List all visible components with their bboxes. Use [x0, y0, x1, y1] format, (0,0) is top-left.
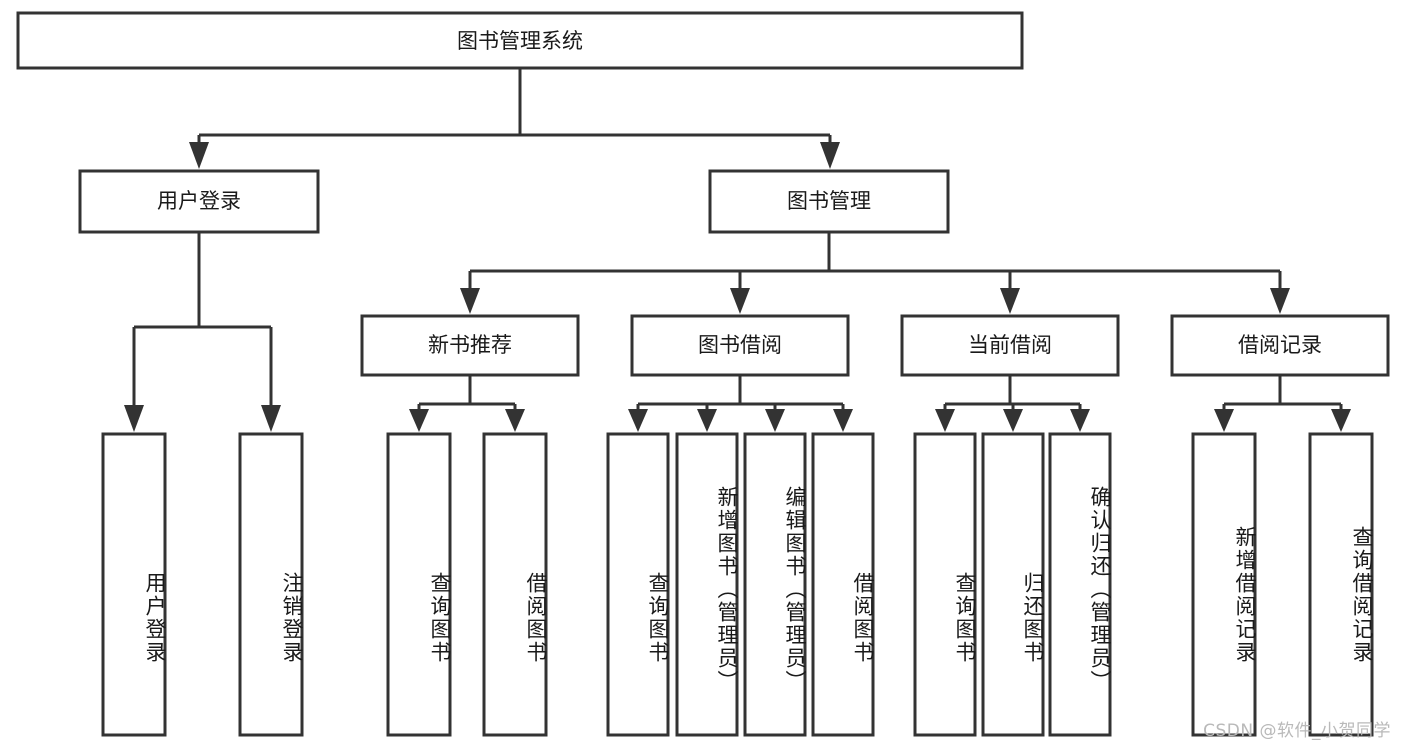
connector-bookmgmt-to-level3: [460, 232, 1290, 314]
node-current-borrow[interactable]: 当前借阅: [900, 314, 1120, 377]
connector-newbook-to-leaves: [409, 375, 525, 432]
node-root[interactable]: 图书管理系统: [16, 11, 1024, 70]
node-label-current-borrow: 当前借阅: [968, 333, 1052, 357]
node-box[interactable]: [708, 169, 950, 234]
node-label-root: 图书管理系统: [457, 29, 583, 53]
node-box-leaf-add-record[interactable]: [1191, 432, 1257, 737]
arrow-head-icon: [1214, 409, 1234, 432]
node-box[interactable]: [630, 314, 850, 377]
connector-records-to-leaves: [1214, 375, 1351, 432]
arrow-head-icon: [261, 405, 281, 432]
node-box-leaf-borrow-book-1[interactable]: [482, 432, 548, 737]
arrow-head-icon: [460, 288, 480, 314]
node-box[interactable]: [1170, 314, 1390, 377]
arrow-head-icon: [730, 288, 750, 314]
arrow-head-icon: [1331, 409, 1351, 432]
connector-root-to-level2: [189, 68, 840, 169]
node-label-borrow-records: 借阅记录: [1238, 333, 1322, 357]
node-box-leaf-borrow-book-2[interactable]: [811, 432, 875, 737]
node-borrow-records[interactable]: 借阅记录: [1170, 314, 1390, 377]
node-box-leaf-query-book-1[interactable]: [386, 432, 452, 737]
arrow-head-icon: [697, 409, 717, 432]
arrow-head-icon: [1000, 288, 1020, 314]
node-label-book-borrow: 图书借阅: [698, 333, 782, 357]
arrow-head-icon: [189, 142, 209, 169]
node-box-leaf-query-book-3[interactable]: [913, 432, 977, 737]
arrow-head-icon: [935, 409, 955, 432]
node-book-management[interactable]: 图书管理: [708, 169, 950, 234]
node-box-leaf-logout[interactable]: [238, 432, 304, 737]
node-box[interactable]: [78, 169, 320, 234]
node-label-user-login: 用户登录: [157, 189, 241, 213]
node-box-leaf-user-login[interactable]: [101, 432, 167, 737]
node-box-leaf-confirm-return[interactable]: [1048, 432, 1112, 737]
node-label-new-book-recommend: 新书推荐: [428, 333, 512, 357]
node-box[interactable]: [360, 314, 580, 377]
arrow-head-icon: [628, 409, 648, 432]
connector-borrow-to-leaves: [628, 375, 853, 432]
connector-current-to-leaves: [935, 375, 1090, 432]
node-box-leaf-edit-book[interactable]: [743, 432, 807, 737]
node-box-leaf-add-book[interactable]: [675, 432, 739, 737]
connector-userlogin-to-leaves: [124, 232, 281, 432]
node-new-book-recommend[interactable]: 新书推荐: [360, 314, 580, 377]
arrow-head-icon: [505, 409, 525, 432]
node-box-leaf-return-book[interactable]: [981, 432, 1045, 737]
watermark-label: CSDN @软件_小贺同学: [1203, 721, 1391, 741]
arrow-head-icon: [1270, 288, 1290, 314]
node-user-login[interactable]: 用户登录: [78, 169, 320, 234]
node-box[interactable]: [900, 314, 1120, 377]
node-book-borrow[interactable]: 图书借阅: [630, 314, 850, 377]
node-box[interactable]: [16, 11, 1024, 70]
node-label-book-management: 图书管理: [787, 189, 871, 213]
arrow-head-icon: [409, 409, 429, 432]
node-box-leaf-query-book-2[interactable]: [606, 432, 670, 737]
arrow-head-icon: [1070, 409, 1090, 432]
arrow-head-icon: [765, 409, 785, 432]
arrow-head-icon: [820, 142, 840, 169]
node-box-leaf-query-record[interactable]: [1308, 432, 1374, 737]
arrow-head-icon: [1003, 409, 1023, 432]
arrow-head-icon: [124, 405, 144, 432]
arrow-head-icon: [833, 409, 853, 432]
